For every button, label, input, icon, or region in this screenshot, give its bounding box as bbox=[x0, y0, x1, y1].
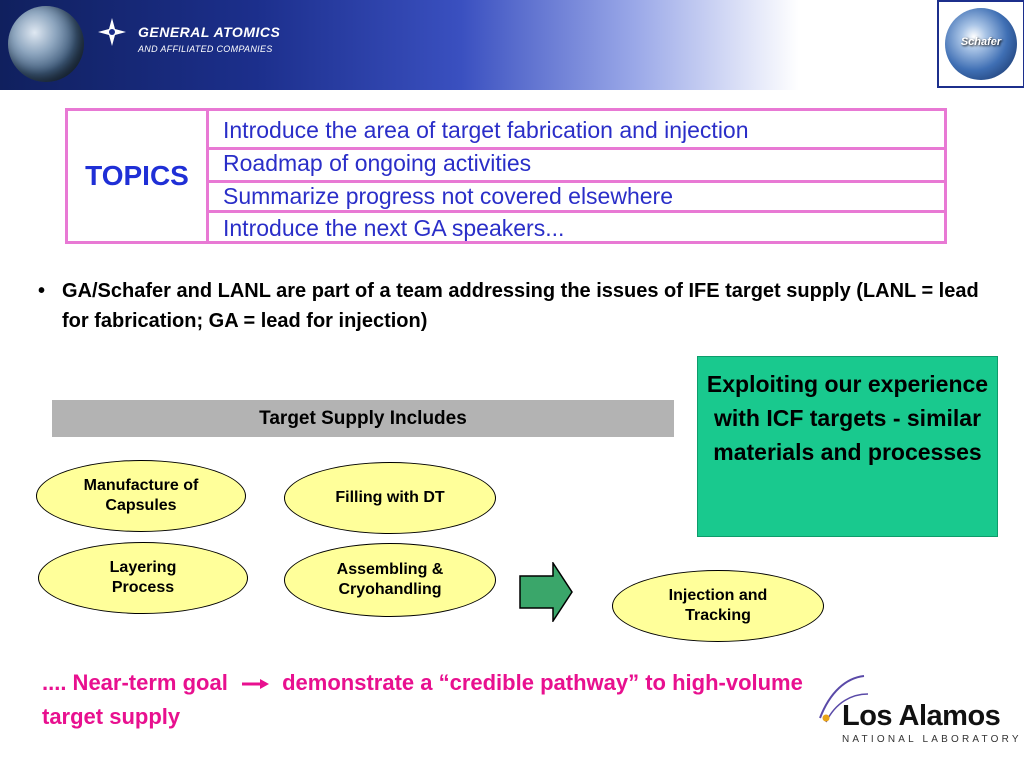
company-name: GENERAL ATOMICS bbox=[138, 24, 281, 40]
topic-item: Summarize progress not covered elsewhere bbox=[223, 183, 673, 209]
los-alamos-mark-icon bbox=[819, 675, 869, 723]
topics-label: TOPICS bbox=[68, 111, 209, 241]
ellipse-label: Filling with DT bbox=[335, 489, 445, 506]
goal-statement: .... Near-term goal demonstrate a “credi… bbox=[42, 666, 842, 734]
ellipse-label: Manufacture of Capsules bbox=[83, 477, 199, 514]
goal-suffix: demonstrate a “credible pathway” to high… bbox=[42, 670, 803, 729]
ellipse-assembling: Assembling & Cryohandling bbox=[284, 543, 496, 617]
topic-item: Roadmap of ongoing activities bbox=[223, 150, 532, 176]
los-alamos-subtitle: NATIONAL LABORATORY bbox=[842, 734, 1022, 745]
topic-item: Introduce the next GA speakers... bbox=[223, 215, 565, 241]
right-arrow-icon bbox=[519, 562, 573, 622]
company-subtitle: AND AFFILIATED COMPANIES bbox=[138, 44, 273, 54]
bullet-symbol: • bbox=[38, 280, 46, 302]
ellipse-label: Injection and Tracking bbox=[668, 587, 768, 624]
row-divider bbox=[209, 210, 947, 213]
schafer-globe-icon bbox=[945, 8, 1017, 80]
schafer-logo-text: Schafer bbox=[960, 36, 1002, 48]
ellipse-manufacture: Manufacture of Capsules bbox=[36, 460, 246, 532]
general-atomics-logo-icon bbox=[98, 18, 126, 46]
ellipse-label: Assembling & Cryohandling bbox=[336, 561, 444, 598]
callout-box: Exploiting our experience with ICF targe… bbox=[697, 356, 998, 537]
ellipse-layering: Layering Process bbox=[38, 542, 248, 614]
bullet-text: GA/Schafer and LANL are part of a team a… bbox=[62, 280, 979, 332]
los-alamos-name: Los Alamos bbox=[842, 700, 1001, 732]
topic-item: Introduce the area of target fabrication… bbox=[223, 117, 749, 143]
ellipse-filling: Filling with DT bbox=[284, 462, 496, 534]
topics-table: TOPICS Introduce the area of target fabr… bbox=[65, 108, 947, 244]
header-banner: GENERAL ATOMICS AND AFFILIATED COMPANIES… bbox=[0, 0, 1024, 90]
right-arrow-icon bbox=[241, 679, 269, 690]
row-divider bbox=[209, 147, 947, 150]
schafer-logo: Schafer bbox=[937, 0, 1024, 88]
ellipse-label: Layering Process bbox=[109, 559, 177, 596]
goal-prefix: .... Near-term goal bbox=[42, 670, 228, 695]
globe-logo bbox=[8, 6, 84, 82]
target-supply-heading: Target Supply Includes bbox=[52, 400, 674, 437]
ellipse-injection: Injection and Tracking bbox=[612, 570, 824, 642]
row-divider bbox=[209, 180, 947, 183]
